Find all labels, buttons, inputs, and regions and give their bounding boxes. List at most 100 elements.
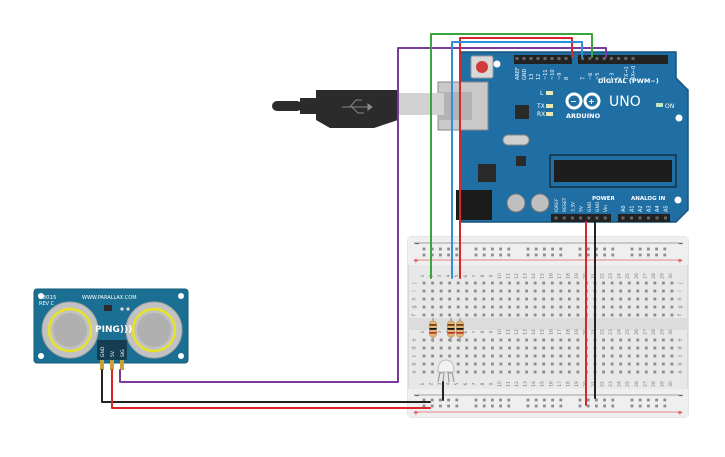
breadboard-hole[interactable] bbox=[456, 313, 460, 317]
reset-button-cap[interactable] bbox=[476, 61, 488, 73]
rail-hole[interactable] bbox=[630, 247, 634, 251]
rail-hole[interactable] bbox=[663, 253, 667, 257]
breadboard-hole[interactable] bbox=[499, 338, 503, 342]
breadboard-hole[interactable] bbox=[670, 362, 674, 366]
breadboard-hole[interactable] bbox=[525, 297, 528, 301]
breadboard-hole[interactable] bbox=[525, 313, 528, 317]
breadboard-hole[interactable] bbox=[448, 305, 452, 309]
breadboard-hole[interactable] bbox=[627, 281, 631, 285]
breadboard-hole[interactable] bbox=[508, 289, 511, 293]
rail-hole[interactable] bbox=[663, 247, 667, 251]
breadboard-hole[interactable] bbox=[602, 354, 605, 358]
breadboard-hole[interactable] bbox=[422, 313, 426, 317]
breadboard-hole[interactable] bbox=[576, 313, 580, 317]
breadboard-hole[interactable] bbox=[602, 370, 605, 374]
breadboard-hole[interactable] bbox=[491, 354, 494, 358]
breadboard-hole[interactable] bbox=[559, 354, 563, 358]
breadboard-hole[interactable] bbox=[516, 297, 520, 301]
breadboard-hole[interactable] bbox=[431, 313, 434, 317]
breadboard-hole[interactable] bbox=[619, 289, 623, 293]
rail-hole[interactable] bbox=[638, 253, 642, 257]
rail-hole[interactable] bbox=[534, 247, 538, 251]
rail-hole[interactable] bbox=[551, 404, 554, 408]
breadboard-hole[interactable] bbox=[550, 281, 554, 285]
breadboard-hole[interactable] bbox=[653, 281, 657, 285]
breadboard-hole[interactable] bbox=[559, 362, 563, 366]
breadboard-hole[interactable] bbox=[542, 297, 546, 301]
breadboard-hole[interactable] bbox=[473, 305, 477, 309]
header-pin[interactable] bbox=[570, 216, 574, 220]
rail-hole[interactable] bbox=[474, 404, 478, 408]
rail-hole[interactable] bbox=[578, 247, 582, 251]
breadboard-hole[interactable] bbox=[627, 370, 631, 374]
breadboard-hole[interactable] bbox=[533, 313, 537, 317]
rail-hole[interactable] bbox=[422, 253, 426, 257]
breadboard-hole[interactable] bbox=[499, 354, 503, 358]
rail-hole[interactable] bbox=[439, 398, 442, 402]
rail-hole[interactable] bbox=[499, 404, 502, 408]
rail-hole[interactable] bbox=[611, 247, 615, 251]
breadboard-hole[interactable] bbox=[644, 338, 648, 342]
rail-hole[interactable] bbox=[663, 404, 667, 408]
rail-hole[interactable] bbox=[638, 247, 642, 251]
breadboard-hole[interactable] bbox=[576, 370, 580, 374]
breadboard-hole[interactable] bbox=[610, 281, 614, 285]
breadboard-hole[interactable] bbox=[636, 338, 640, 342]
rail-hole[interactable] bbox=[611, 253, 615, 257]
breadboard-hole[interactable] bbox=[473, 338, 477, 342]
breadboard-hole[interactable] bbox=[542, 338, 546, 342]
breadboard-hole[interactable] bbox=[550, 305, 554, 309]
rail-hole[interactable] bbox=[439, 404, 442, 408]
wire-red-top[interactable] bbox=[459, 37, 573, 279]
rail-hole[interactable] bbox=[551, 247, 554, 251]
breadboard-hole[interactable] bbox=[525, 346, 528, 350]
header-pin[interactable] bbox=[579, 216, 583, 220]
breadboard-hole[interactable] bbox=[525, 354, 528, 358]
breadboard-hole[interactable] bbox=[662, 289, 665, 293]
rail-hole[interactable] bbox=[655, 404, 658, 408]
header-pin[interactable] bbox=[630, 216, 633, 220]
breadboard-hole[interactable] bbox=[491, 362, 494, 366]
rail-hole[interactable] bbox=[534, 253, 538, 257]
rail-hole[interactable] bbox=[603, 404, 606, 408]
wire-black-sensor-gnd[interactable] bbox=[101, 369, 431, 403]
header-pin[interactable] bbox=[529, 57, 533, 60]
resistor-2[interactable] bbox=[447, 318, 455, 342]
header-pin[interactable] bbox=[536, 57, 540, 60]
rail-hole[interactable] bbox=[491, 404, 494, 408]
breadboard-hole[interactable] bbox=[456, 305, 460, 309]
breadboard-hole[interactable] bbox=[456, 354, 460, 358]
breadboard-hole[interactable] bbox=[644, 346, 648, 350]
breadboard-hole[interactable] bbox=[610, 313, 614, 317]
header-pin[interactable] bbox=[655, 216, 659, 220]
breadboard-hole[interactable] bbox=[456, 289, 460, 293]
rail-hole[interactable] bbox=[586, 404, 590, 408]
breadboard-hole[interactable] bbox=[456, 338, 460, 342]
breadboard-hole[interactable] bbox=[653, 362, 657, 366]
sensor-pin-5v[interactable] bbox=[110, 360, 114, 370]
breadboard-hole[interactable] bbox=[516, 305, 520, 309]
breadboard-hole[interactable] bbox=[559, 338, 563, 342]
breadboard-hole[interactable] bbox=[576, 297, 580, 301]
breadboard-hole[interactable] bbox=[627, 362, 631, 366]
power-jack[interactable] bbox=[456, 190, 492, 220]
breadboard-hole[interactable] bbox=[559, 313, 563, 317]
header-pin[interactable] bbox=[624, 57, 628, 60]
breadboard-hole[interactable] bbox=[533, 338, 537, 342]
breadboard-hole[interactable] bbox=[508, 338, 511, 342]
breadboard-hole[interactable] bbox=[619, 313, 623, 317]
rail-hole[interactable] bbox=[543, 253, 546, 257]
breadboard-hole[interactable] bbox=[610, 362, 614, 366]
breadboard-hole[interactable] bbox=[491, 289, 494, 293]
breadboard-hole[interactable] bbox=[456, 370, 460, 374]
breadboard-hole[interactable] bbox=[473, 281, 477, 285]
breadboard-hole[interactable] bbox=[653, 338, 657, 342]
breadboard-hole[interactable] bbox=[482, 305, 486, 309]
rail-hole[interactable] bbox=[507, 247, 511, 251]
rail-hole[interactable] bbox=[482, 404, 486, 408]
rail-hole[interactable] bbox=[647, 247, 650, 251]
rail-hole[interactable] bbox=[474, 247, 478, 251]
breadboard-hole[interactable] bbox=[662, 338, 665, 342]
rail-hole[interactable] bbox=[422, 247, 426, 251]
breadboard-hole[interactable] bbox=[636, 305, 640, 309]
